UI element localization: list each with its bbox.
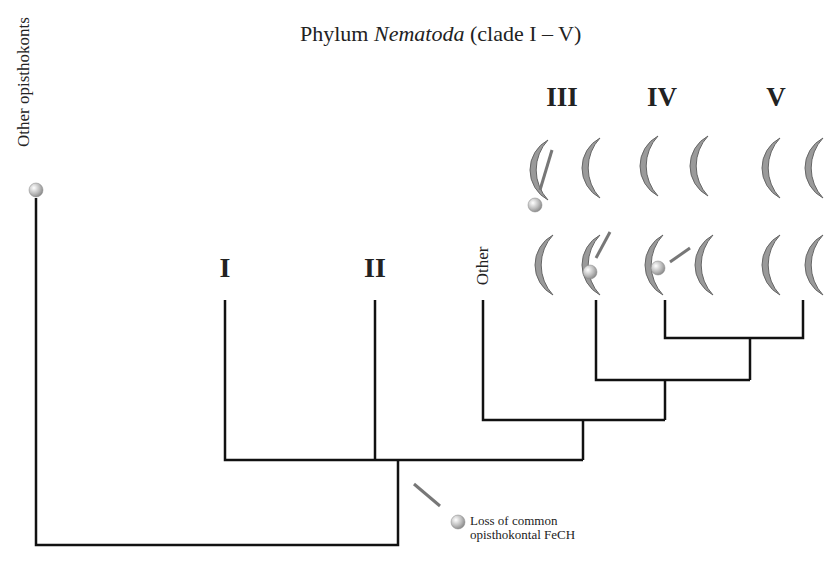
leader-arrow xyxy=(414,484,440,506)
clade-label: II xyxy=(364,253,386,284)
nematode-crescent xyxy=(762,138,780,198)
loss-dot xyxy=(583,265,597,279)
nematode-crescent xyxy=(805,235,823,295)
nematode-crescent xyxy=(582,235,600,295)
taxon-label: Other xyxy=(474,247,493,286)
loss-dot xyxy=(29,183,43,197)
clade-branch xyxy=(596,300,750,380)
clade-label: III xyxy=(546,83,578,113)
clade-label: V xyxy=(766,83,786,113)
leader-arrow xyxy=(670,248,690,262)
clade-branch xyxy=(483,300,665,420)
loss-dot xyxy=(651,261,665,275)
annotation-note: Loss of common opisthokontal FeCH xyxy=(470,514,595,543)
clade-branch xyxy=(374,300,377,460)
figure-title: Phylum Nematoda (clade I – V) xyxy=(300,22,581,46)
clade-label: IV xyxy=(647,83,677,113)
leader-arrow xyxy=(596,232,610,258)
nematode-crescent xyxy=(695,235,713,295)
loss-dot xyxy=(528,198,542,212)
nematoda-branch xyxy=(225,300,583,460)
clade-branch xyxy=(665,300,803,338)
nematode-crescent xyxy=(762,235,780,295)
root-branch xyxy=(36,198,398,545)
nematode-crescent xyxy=(805,138,823,198)
clade-branch xyxy=(582,420,585,460)
nematode-crescent xyxy=(690,136,708,196)
clade-label: I xyxy=(220,253,231,284)
taxon-label: Other opisthokonts xyxy=(15,17,34,147)
loss-dot xyxy=(451,515,465,529)
nematode-crescent xyxy=(582,138,600,198)
tree-branches xyxy=(36,198,803,545)
leader-arrow xyxy=(540,150,552,190)
clade-branch xyxy=(749,338,752,380)
nematode-crescent xyxy=(640,136,658,196)
nematode-crescent xyxy=(535,235,553,295)
clade-branch xyxy=(664,380,667,420)
